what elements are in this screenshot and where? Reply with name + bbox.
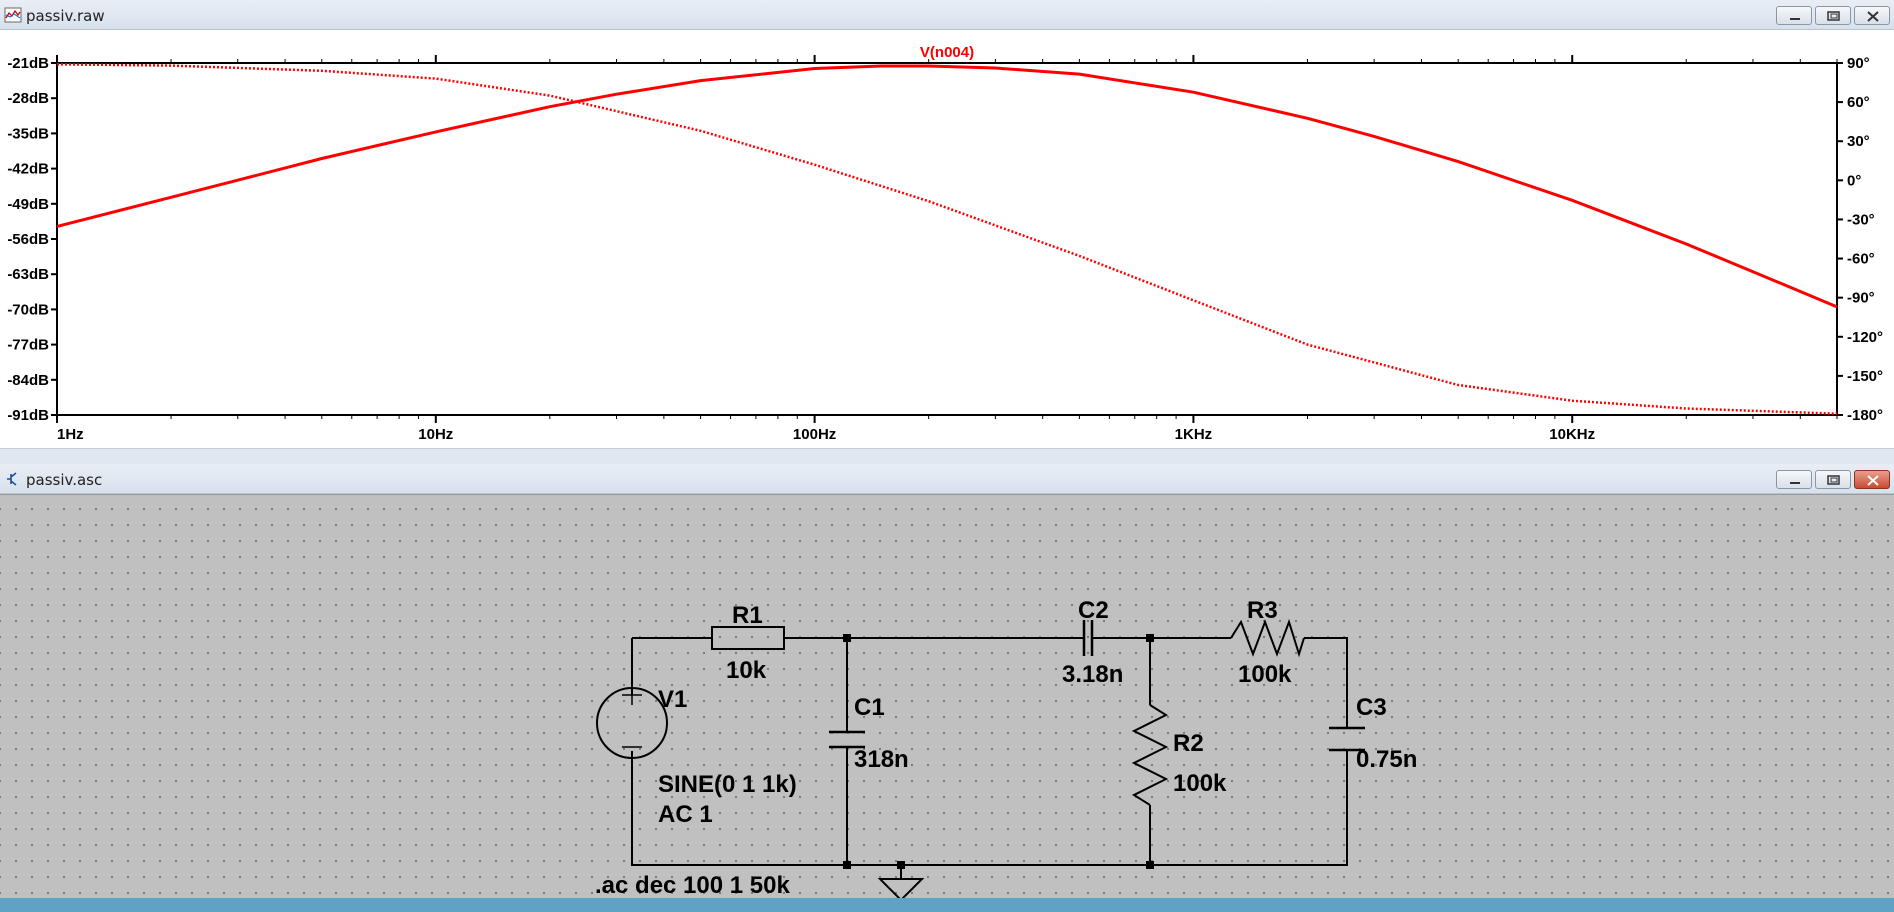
schematic-window: passiv.asc [0, 464, 1894, 912]
voltage-source-v1[interactable] [596, 685, 668, 759]
close-icon [1867, 475, 1879, 486]
resistor-r1[interactable] [711, 626, 785, 650]
right-tick-label: 0° [1847, 172, 1861, 189]
close-icon [1867, 11, 1879, 22]
x-tick-label: 1Hz [57, 426, 84, 443]
left-tick-label: -49dB [7, 196, 49, 213]
spice-directive[interactable]: .ac dec 100 1 50k [595, 872, 790, 899]
minimize-button[interactable] [1776, 470, 1812, 489]
right-tick-label: 30° [1847, 133, 1870, 150]
window-gap [0, 448, 1894, 464]
ground-symbol[interactable] [877, 878, 925, 899]
left-tick-label: -35dB [7, 125, 49, 142]
r1-name[interactable]: R1 [732, 602, 763, 629]
right-tick-label: -120° [1847, 329, 1883, 346]
plot-titlebar[interactable]: passiv.raw [0, 0, 1894, 30]
schematic-icon [7, 472, 17, 486]
left-tick-label: -70dB [7, 301, 49, 318]
maximize-button[interactable] [1815, 6, 1851, 25]
left-tick-label: -77dB [7, 337, 49, 354]
c2-value[interactable]: 3.18n [1062, 661, 1123, 688]
left-tick-label: -84dB [7, 372, 49, 389]
c1-value[interactable]: 318n [854, 746, 909, 773]
r3-value[interactable]: 100k [1238, 661, 1292, 688]
right-tick-label: -180° [1847, 407, 1883, 424]
c2-name[interactable]: C2 [1078, 597, 1109, 624]
schematic-titlebar[interactable]: passiv.asc [0, 464, 1894, 494]
right-tick-label: 90° [1847, 55, 1870, 72]
capacitor-c1[interactable] [829, 730, 865, 749]
left-tick-label: -28dB [7, 90, 49, 107]
x-tick-label: 10Hz [418, 426, 453, 443]
capacitor-c3[interactable] [1329, 726, 1365, 752]
right-tick-label: -150° [1847, 368, 1883, 385]
resistor-r2[interactable] [1131, 704, 1169, 806]
plot-window: passiv.raw V(n004) -21dB -28dB -35dB -42dB -… [0, 0, 1894, 448]
trace-label[interactable]: V(n004) [920, 44, 974, 61]
capacitor-c2[interactable] [1082, 620, 1094, 656]
v1-value1[interactable]: SINE(0 1 1k) [658, 771, 797, 798]
x-tick-label: 10KHz [1549, 426, 1595, 443]
right-tick-label: -90° [1847, 290, 1875, 307]
taskbar-edge [0, 898, 1894, 912]
c3-value[interactable]: 0.75n [1356, 746, 1417, 773]
r1-value[interactable]: 10k [726, 657, 767, 684]
magnitude-trace[interactable] [56, 64, 1838, 309]
c1-name[interactable]: C1 [854, 694, 885, 721]
waveform-viewer-icon [4, 7, 22, 23]
x-tick-label: 100Hz [793, 426, 836, 443]
c3-name[interactable]: C3 [1356, 694, 1387, 721]
minimize-button[interactable] [1776, 6, 1812, 25]
minimize-icon [1790, 18, 1800, 20]
left-tick-label: -63dB [7, 266, 49, 283]
right-tick-label: -60° [1847, 251, 1875, 268]
left-tick-label: -21dB [7, 55, 49, 72]
right-tick-label: 60° [1847, 94, 1870, 111]
right-tick-label: -30° [1847, 211, 1875, 228]
close-button[interactable] [1854, 6, 1890, 25]
schematic-canvas[interactable]: R1 10k C1 318n C2 3.18n R2 100k R3 100k … [0, 494, 1894, 899]
r2-name[interactable]: R2 [1173, 730, 1204, 757]
restore-icon [1827, 11, 1840, 21]
bode-plot[interactable]: V(n004) -21dB -28dB -35dB -42dB -49dB -56dB -6… [0, 30, 1894, 448]
v1-value2[interactable]: AC 1 [658, 801, 713, 828]
schematic-window-title: passiv.asc [26, 471, 103, 489]
left-tick-label: -42dB [7, 161, 49, 178]
plot-frame [56, 62, 1838, 416]
x-tick-label: 1KHz [1175, 426, 1213, 443]
maximize-button[interactable] [1815, 470, 1851, 489]
close-button[interactable] [1854, 470, 1890, 489]
plot-window-title: passiv.raw [26, 7, 105, 25]
minimize-icon [1790, 482, 1800, 484]
r3-name[interactable]: R3 [1247, 597, 1278, 624]
v1-name[interactable]: V1 [658, 686, 687, 713]
junctions [843, 634, 1154, 869]
left-tick-label: -91dB [7, 407, 49, 424]
left-tick-label: -56dB [7, 231, 49, 248]
phase-trace[interactable] [56, 63, 1838, 415]
resistor-r3[interactable] [1230, 618, 1305, 658]
r2-value[interactable]: 100k [1173, 770, 1227, 797]
restore-icon [1827, 475, 1840, 485]
